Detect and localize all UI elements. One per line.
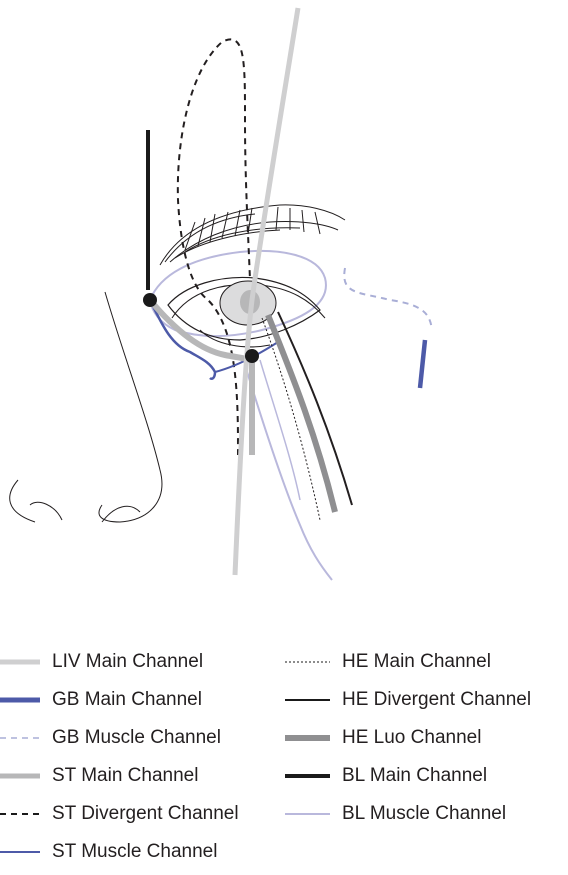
legend-item-st-main: ST Main Channel bbox=[0, 764, 198, 788]
legend-item-he-main: HE Main Channel bbox=[285, 650, 491, 674]
legend-label: GB Muscle Channel bbox=[52, 727, 221, 749]
eye-channels-diagram bbox=[0, 0, 568, 650]
legend-item-st-muscle: ST Muscle Channel bbox=[0, 840, 217, 864]
point-inner-canthus bbox=[143, 293, 157, 307]
legend-label: HE Main Channel bbox=[342, 651, 491, 673]
he-luo-channel-path bbox=[268, 315, 335, 512]
legend-item-gb-muscle: GB Muscle Channel bbox=[0, 726, 221, 750]
legend-item-liv-main: LIV Main Channel bbox=[0, 650, 203, 674]
legend-swatch-st-muscle bbox=[0, 840, 40, 864]
legend-label: ST Divergent Channel bbox=[52, 803, 239, 825]
legend-swatch-he-main bbox=[285, 650, 330, 674]
legend-swatch-bl-main bbox=[285, 764, 330, 788]
legend-swatch-liv-main bbox=[0, 650, 40, 674]
legend-item-st-divergent: ST Divergent Channel bbox=[0, 802, 239, 826]
gb-main-channel-segment bbox=[420, 340, 425, 388]
legend-label: GB Main Channel bbox=[52, 689, 202, 711]
legend-swatch-gb-muscle bbox=[0, 726, 40, 750]
gb-muscle-channel-path bbox=[344, 268, 432, 330]
he-main-channel-path bbox=[262, 318, 320, 520]
legend-item-he-divergent: HE Divergent Channel bbox=[285, 688, 531, 712]
legend-item-he-luo: HE Luo Channel bbox=[285, 726, 481, 750]
legend-swatch-gb-main bbox=[0, 688, 40, 712]
legend-label: BL Main Channel bbox=[342, 765, 487, 787]
he-divergent-channel-path bbox=[278, 312, 352, 505]
legend-item-bl-main: BL Main Channel bbox=[285, 764, 487, 788]
legend-swatch-st-main bbox=[0, 764, 40, 788]
legend-label: BL Muscle Channel bbox=[342, 803, 506, 825]
legend-swatch-st-divergent bbox=[0, 802, 40, 826]
legend-swatch-he-divergent bbox=[285, 688, 330, 712]
legend-label: ST Main Channel bbox=[52, 765, 198, 787]
legend-item-bl-muscle: BL Muscle Channel bbox=[285, 802, 506, 826]
legend-label: HE Divergent Channel bbox=[342, 689, 531, 711]
eyebrow bbox=[160, 205, 345, 265]
legend-label: LIV Main Channel bbox=[52, 651, 203, 673]
legend-item-gb-main: GB Main Channel bbox=[0, 688, 202, 712]
nose-outline bbox=[99, 292, 162, 522]
legend-label: ST Muscle Channel bbox=[52, 841, 217, 863]
legend-swatch-he-luo bbox=[285, 726, 330, 750]
legend-swatch-bl-muscle bbox=[285, 802, 330, 826]
point-below-eye bbox=[245, 349, 259, 363]
st-divergent-channel-path bbox=[178, 39, 250, 455]
bl-muscle-channel-lower bbox=[245, 365, 332, 580]
legend-label: HE Luo Channel bbox=[342, 727, 481, 749]
nostril-left bbox=[10, 480, 62, 522]
